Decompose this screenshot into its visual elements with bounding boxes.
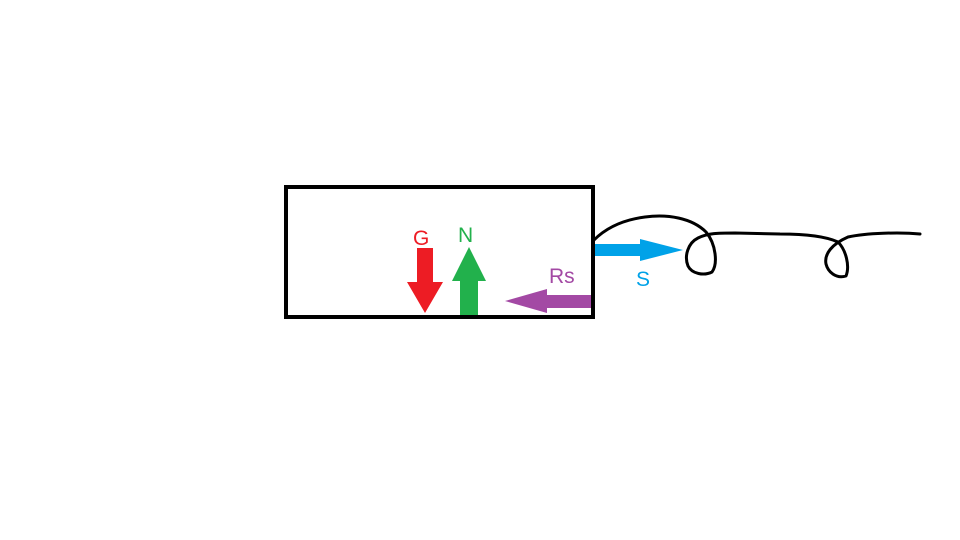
static-friction-arrow-shaft bbox=[546, 295, 591, 308]
spring-force-arrow-shaft bbox=[595, 244, 641, 256]
static-friction-arrow-head bbox=[505, 289, 547, 313]
normal-arrow-shaft bbox=[460, 280, 478, 315]
static-friction-arrow bbox=[505, 289, 591, 313]
gravity-label: G bbox=[413, 227, 429, 250]
normal-arrow-head bbox=[452, 247, 486, 281]
gravity-arrow-head bbox=[407, 282, 443, 313]
block bbox=[284, 185, 595, 319]
static-friction-label: Rs bbox=[549, 265, 575, 288]
normal-arrow bbox=[452, 247, 486, 315]
gravity-arrow-shaft bbox=[417, 248, 433, 282]
normal-label: N bbox=[458, 224, 473, 247]
spring-force-label: S bbox=[636, 268, 650, 291]
spring-force-arrow bbox=[595, 239, 683, 261]
spring-force-arrow-head bbox=[640, 239, 683, 261]
gravity-arrow bbox=[407, 248, 443, 313]
spring-coil bbox=[592, 214, 922, 279]
